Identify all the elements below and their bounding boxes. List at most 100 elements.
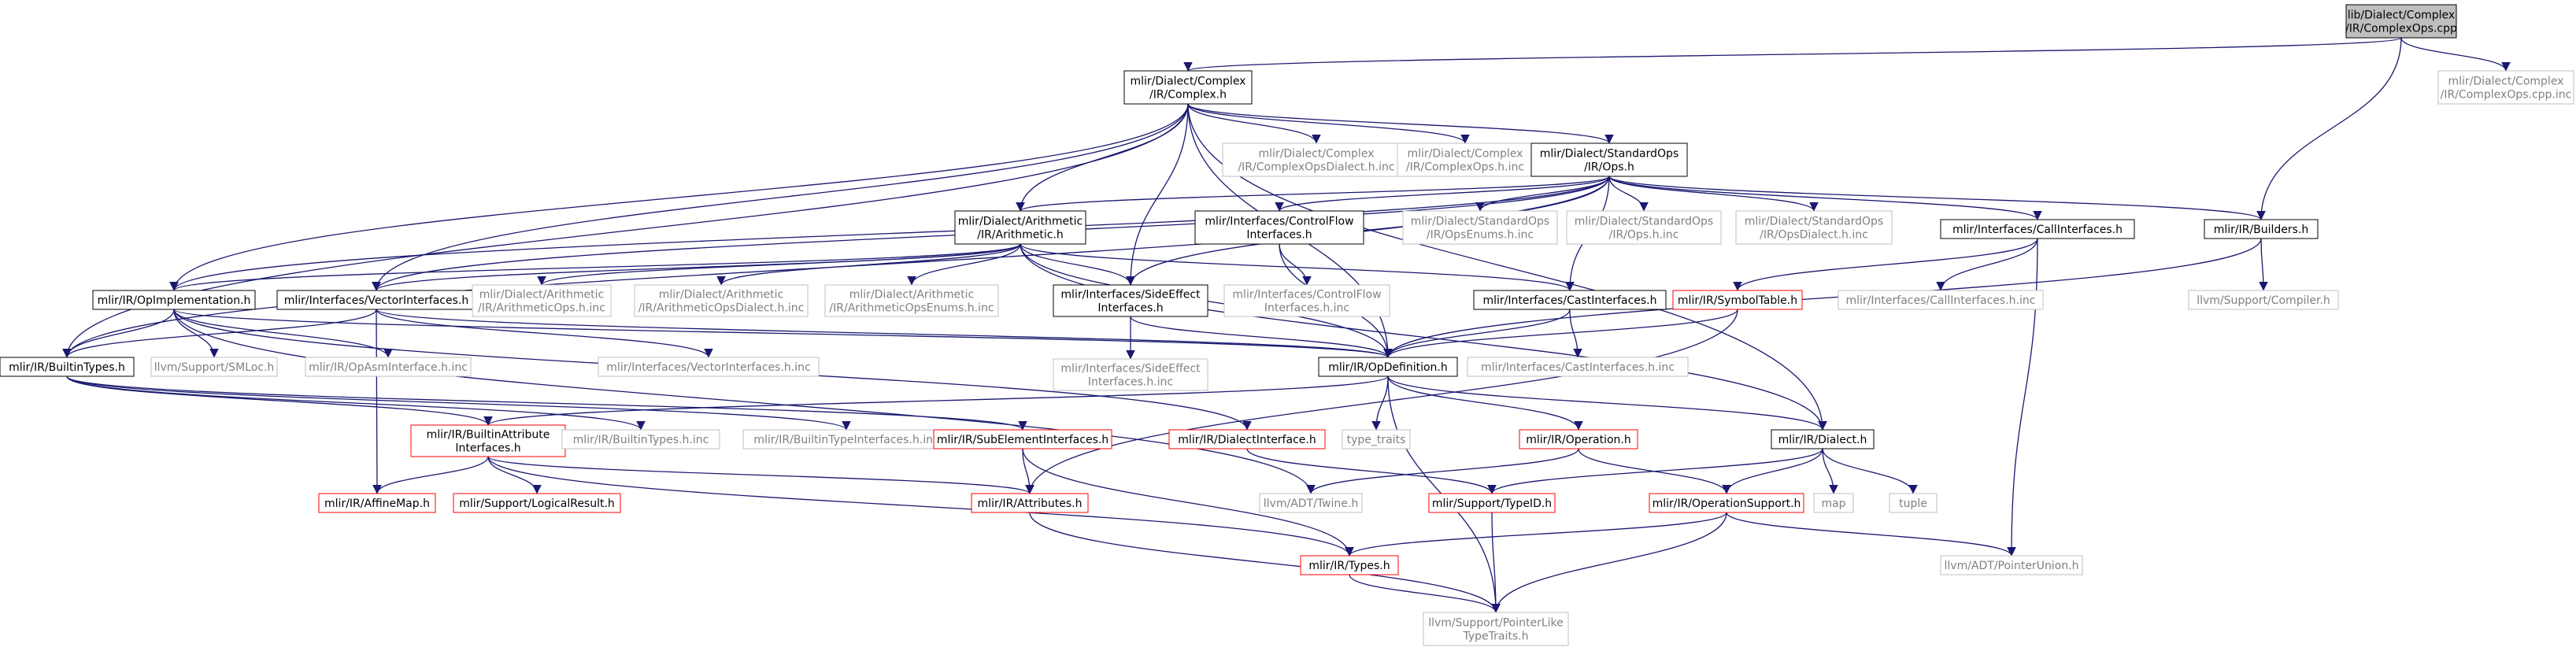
node-box: [1222, 142, 1411, 177]
node-label: mlir/Dialect/StandardOps: [1745, 216, 1883, 228]
node-arith-h[interactable]: mlir/Dialect/Arithmetic/IR/Arithmetic.h: [954, 210, 1086, 245]
edge-op-def-h-to-builtin-attr-if-h: [483, 375, 1389, 426]
node-std-ops-hinc[interactable]: mlir/Dialect/StandardOps/IR/Ops.h.inc: [1566, 210, 1722, 245]
node-builtin-type-if-inc[interactable]: mlir/IR/BuiltinTypeInterfaces.h.inc: [742, 429, 950, 449]
node-label: llvm/Support/SMLoc.h: [154, 361, 275, 374]
node-box: [1318, 357, 1458, 377]
node-logical-result-h[interactable]: mlir/Support/LogicalResult.h: [453, 493, 621, 513]
node-vector-if-inc[interactable]: mlir/Interfaces/VectorInterfaces.h.inc: [598, 357, 820, 377]
node-smloc-h[interactable]: llvm/Support/SMLoc.h: [150, 357, 278, 377]
edge-std-ops-h-to-call-if-h: [1608, 176, 2042, 220]
node-label: mlir/IR/DialectInterface.h: [1178, 434, 1316, 446]
node-arith-dialect-inc[interactable]: mlir/Dialect/Arithmetic/IR/ArithmeticOps…: [634, 284, 809, 317]
node-box: [318, 493, 436, 513]
node-label: mlir/Interfaces/CallInterfaces.h: [1952, 224, 2123, 236]
node-label: mlir/Dialect/Complex: [1259, 148, 1375, 161]
node-box: [2204, 219, 2319, 239]
edge-op-support-h-to-pointer-like-h: [1491, 512, 1727, 613]
node-builtin-types-h[interactable]: mlir/IR/BuiltinTypes.h: [0, 357, 135, 377]
node-op-support-h[interactable]: mlir/IR/OperationSupport.h: [1649, 493, 1804, 513]
node-box: [1649, 493, 1804, 513]
edge-std-ops-h-to-std-ops-dialect-inc: [1608, 176, 1819, 212]
edge-builtin-attr-if-h-to-logical-result-h: [487, 456, 542, 494]
node-box: [92, 290, 256, 310]
node-cast-if-h[interactable]: mlir/Interfaces/CastInterfaces.h: [1473, 290, 1667, 310]
node-symbol-table-h[interactable]: mlir/IR/SymbolTable.h: [1672, 290, 1803, 310]
node-dialect-h[interactable]: mlir/IR/Dialect.h: [1771, 429, 1875, 449]
node-dialect-if-h[interactable]: mlir/IR/DialectInterface.h: [1168, 429, 1326, 449]
node-label: mlir/Support/TypeID.h: [1432, 497, 1552, 510]
node-tuple-hdr[interactable]: tuple: [1889, 493, 1938, 513]
node-box: [1940, 219, 2135, 239]
node-label: llvm/ADT/PointerUnion.h: [1945, 560, 2079, 572]
node-label: lib/Dialect/Complex: [2348, 9, 2455, 22]
node-operation-h[interactable]: mlir/IR/Operation.h: [1519, 429, 1638, 449]
edge-arith-h-to-dialect-h: [1020, 243, 1827, 431]
node-op-asm-inc[interactable]: mlir/IR/OpAsmInterface.h.inc: [305, 357, 472, 377]
node-label: Interfaces.h.inc: [1088, 376, 1173, 389]
node-op-def-h[interactable]: mlir/IR/OpDefinition.h: [1318, 357, 1458, 377]
node-call-if-inc[interactable]: mlir/Interfaces/CallInterfaces.h.inc: [1838, 290, 2044, 310]
node-types-h[interactable]: mlir/IR/Types.h: [1300, 555, 1399, 575]
node-label: mlir/IR/BuiltinAttribute: [427, 429, 550, 442]
node-complex-h[interactable]: mlir/Dialect/Complex/IR/Complex.h: [1123, 70, 1253, 105]
node-control-flow-inc[interactable]: mlir/Interfaces/ControlFlowInterfaces.h.…: [1223, 284, 1390, 317]
node-label: mlir/IR/SymbolTable.h: [1678, 294, 1797, 307]
node-builters-h[interactable]: mlir/IR/Builders.h: [2204, 219, 2319, 239]
node-box: [1735, 210, 1893, 245]
node-cast-if-inc[interactable]: mlir/Interfaces/CastInterfaces.h.inc: [1467, 357, 1689, 377]
node-map-hdr[interactable]: map: [1813, 493, 1854, 513]
node-box: [2345, 4, 2457, 39]
node-label: /IR/Complex.h: [1149, 89, 1227, 102]
edge-vector-if-h-to-affine-map-h: [372, 309, 382, 494]
edge-dialect-h-to-tuple-hdr: [1822, 448, 1918, 494]
edge-root-to-complex-ops-cpp-inc: [2400, 37, 2511, 72]
node-complex-dialect-inc[interactable]: mlir/Dialect/Complex/IR/ComplexOpsDialec…: [1222, 142, 1411, 177]
node-type-id-h[interactable]: mlir/Support/TypeID.h: [1428, 493, 1556, 513]
node-side-effect-inc[interactable]: mlir/Interfaces/SideEffectInterfaces.h.i…: [1053, 358, 1208, 391]
node-call-if-h[interactable]: mlir/Interfaces/CallInterfaces.h: [1940, 219, 2135, 239]
node-builtin-types-inc[interactable]: mlir/IR/BuiltinTypes.h.inc: [561, 429, 720, 449]
node-arith-ops-inc[interactable]: mlir/Dialect/Arithmetic/IR/ArithmeticOps…: [472, 284, 612, 317]
node-attributes-h[interactable]: mlir/IR/Attributes.h: [971, 493, 1089, 513]
node-compiler-h[interactable]: llvm/Support/Compiler.h: [2188, 290, 2339, 310]
node-label: /IR/ArithmeticOpsEnums.h.inc: [829, 302, 994, 315]
node-twine-h[interactable]: llvm/ADT/Twine.h: [1259, 493, 1363, 513]
edge-std-ops-h-to-side-effect-h: [1126, 176, 1610, 286]
node-complex-ops-cpp-inc[interactable]: mlir/Dialect/Complex/IR/ComplexOps.cpp.i…: [2437, 70, 2574, 105]
node-sub-elem-if-h[interactable]: mlir/IR/SubElementInterfaces.h: [933, 429, 1112, 449]
edge-symbol-table-h-to-attributes-h: [1025, 309, 1738, 494]
edge-complex-h-to-op-impl-h: [169, 103, 1189, 291]
edge-builtin-types-h-to-builtin-type-if-inc: [66, 375, 851, 431]
node-box: [1530, 142, 1688, 177]
node-box: [410, 424, 566, 457]
node-vector-if-h[interactable]: mlir/Interfaces/VectorInterfaces.h: [276, 290, 476, 310]
edge-op-impl-h-to-op-asm-inc: [173, 309, 393, 358]
node-arith-enums-inc[interactable]: mlir/Dialect/Arithmetic/IR/ArithmeticOps…: [824, 284, 999, 317]
edge-call-if-h-to-pointer-union-h: [2007, 238, 2038, 557]
node-type-traits[interactable]: type_traits: [1342, 429, 1411, 449]
node-box: [1813, 493, 1854, 513]
node-pointer-union-h[interactable]: llvm/ADT/PointerUnion.h: [1940, 555, 2083, 575]
node-std-ops-enums-inc[interactable]: mlir/Dialect/StandardOps/IR/OpsEnums.h.i…: [1402, 210, 1558, 245]
node-std-ops-dialect-inc[interactable]: mlir/Dialect/StandardOps/IR/OpsDialect.h…: [1735, 210, 1893, 245]
edge-arith-h-to-op-impl-h: [169, 243, 1021, 291]
edge-std-ops-h-to-control-flow-h: [1275, 176, 1610, 212]
node-label: mlir/Support/LogicalResult.h: [459, 497, 615, 510]
edge-builtin-types-h-to-builtin-types-inc: [66, 375, 646, 431]
node-box: [1223, 284, 1390, 317]
node-op-impl-h[interactable]: mlir/IR/OpImplementation.h: [92, 290, 256, 310]
node-label: mlir/Dialect/Arithmetic: [659, 289, 783, 301]
node-box: [1053, 358, 1208, 391]
node-label: mlir/Interfaces/ControlFlow: [1232, 289, 1381, 301]
node-std-ops-h[interactable]: mlir/Dialect/StandardOps/IR/Ops.h: [1530, 142, 1688, 177]
edge-call-if-h-to-symbol-table-h: [1733, 238, 2038, 291]
edge-builtin-types-h-to-builtin-attr-if-h: [66, 375, 493, 426]
node-label: /IR/Ops.h.inc: [1609, 229, 1679, 242]
node-affine-map-h[interactable]: mlir/IR/AffineMap.h: [318, 493, 436, 513]
node-complex-ops-inc[interactable]: mlir/Dialect/Complex/IR/ComplexOps.h.inc: [1397, 142, 1534, 177]
